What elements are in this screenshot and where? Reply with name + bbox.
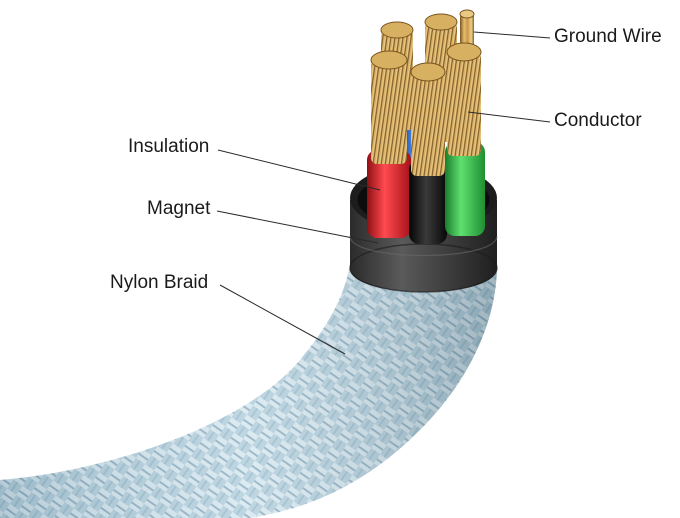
leader-ground-wire (473, 31, 551, 39)
front-conductors (370, 42, 482, 176)
leader-conductor (467, 111, 551, 123)
label-insulation: Insulation (128, 136, 210, 157)
leader-insulation (217, 149, 381, 191)
nylon-braid (0, 265, 497, 518)
label-nylon-braid: Nylon Braid (110, 272, 209, 293)
insulated-wires (367, 142, 485, 244)
label-ground-wire: Ground Wire (554, 26, 662, 47)
leader-magnet (216, 210, 379, 244)
label-conductor: Conductor (554, 110, 642, 131)
label-magnet: Magnet (147, 198, 211, 219)
leader-lines (216, 31, 551, 355)
leader-nylon-braid (219, 284, 346, 355)
